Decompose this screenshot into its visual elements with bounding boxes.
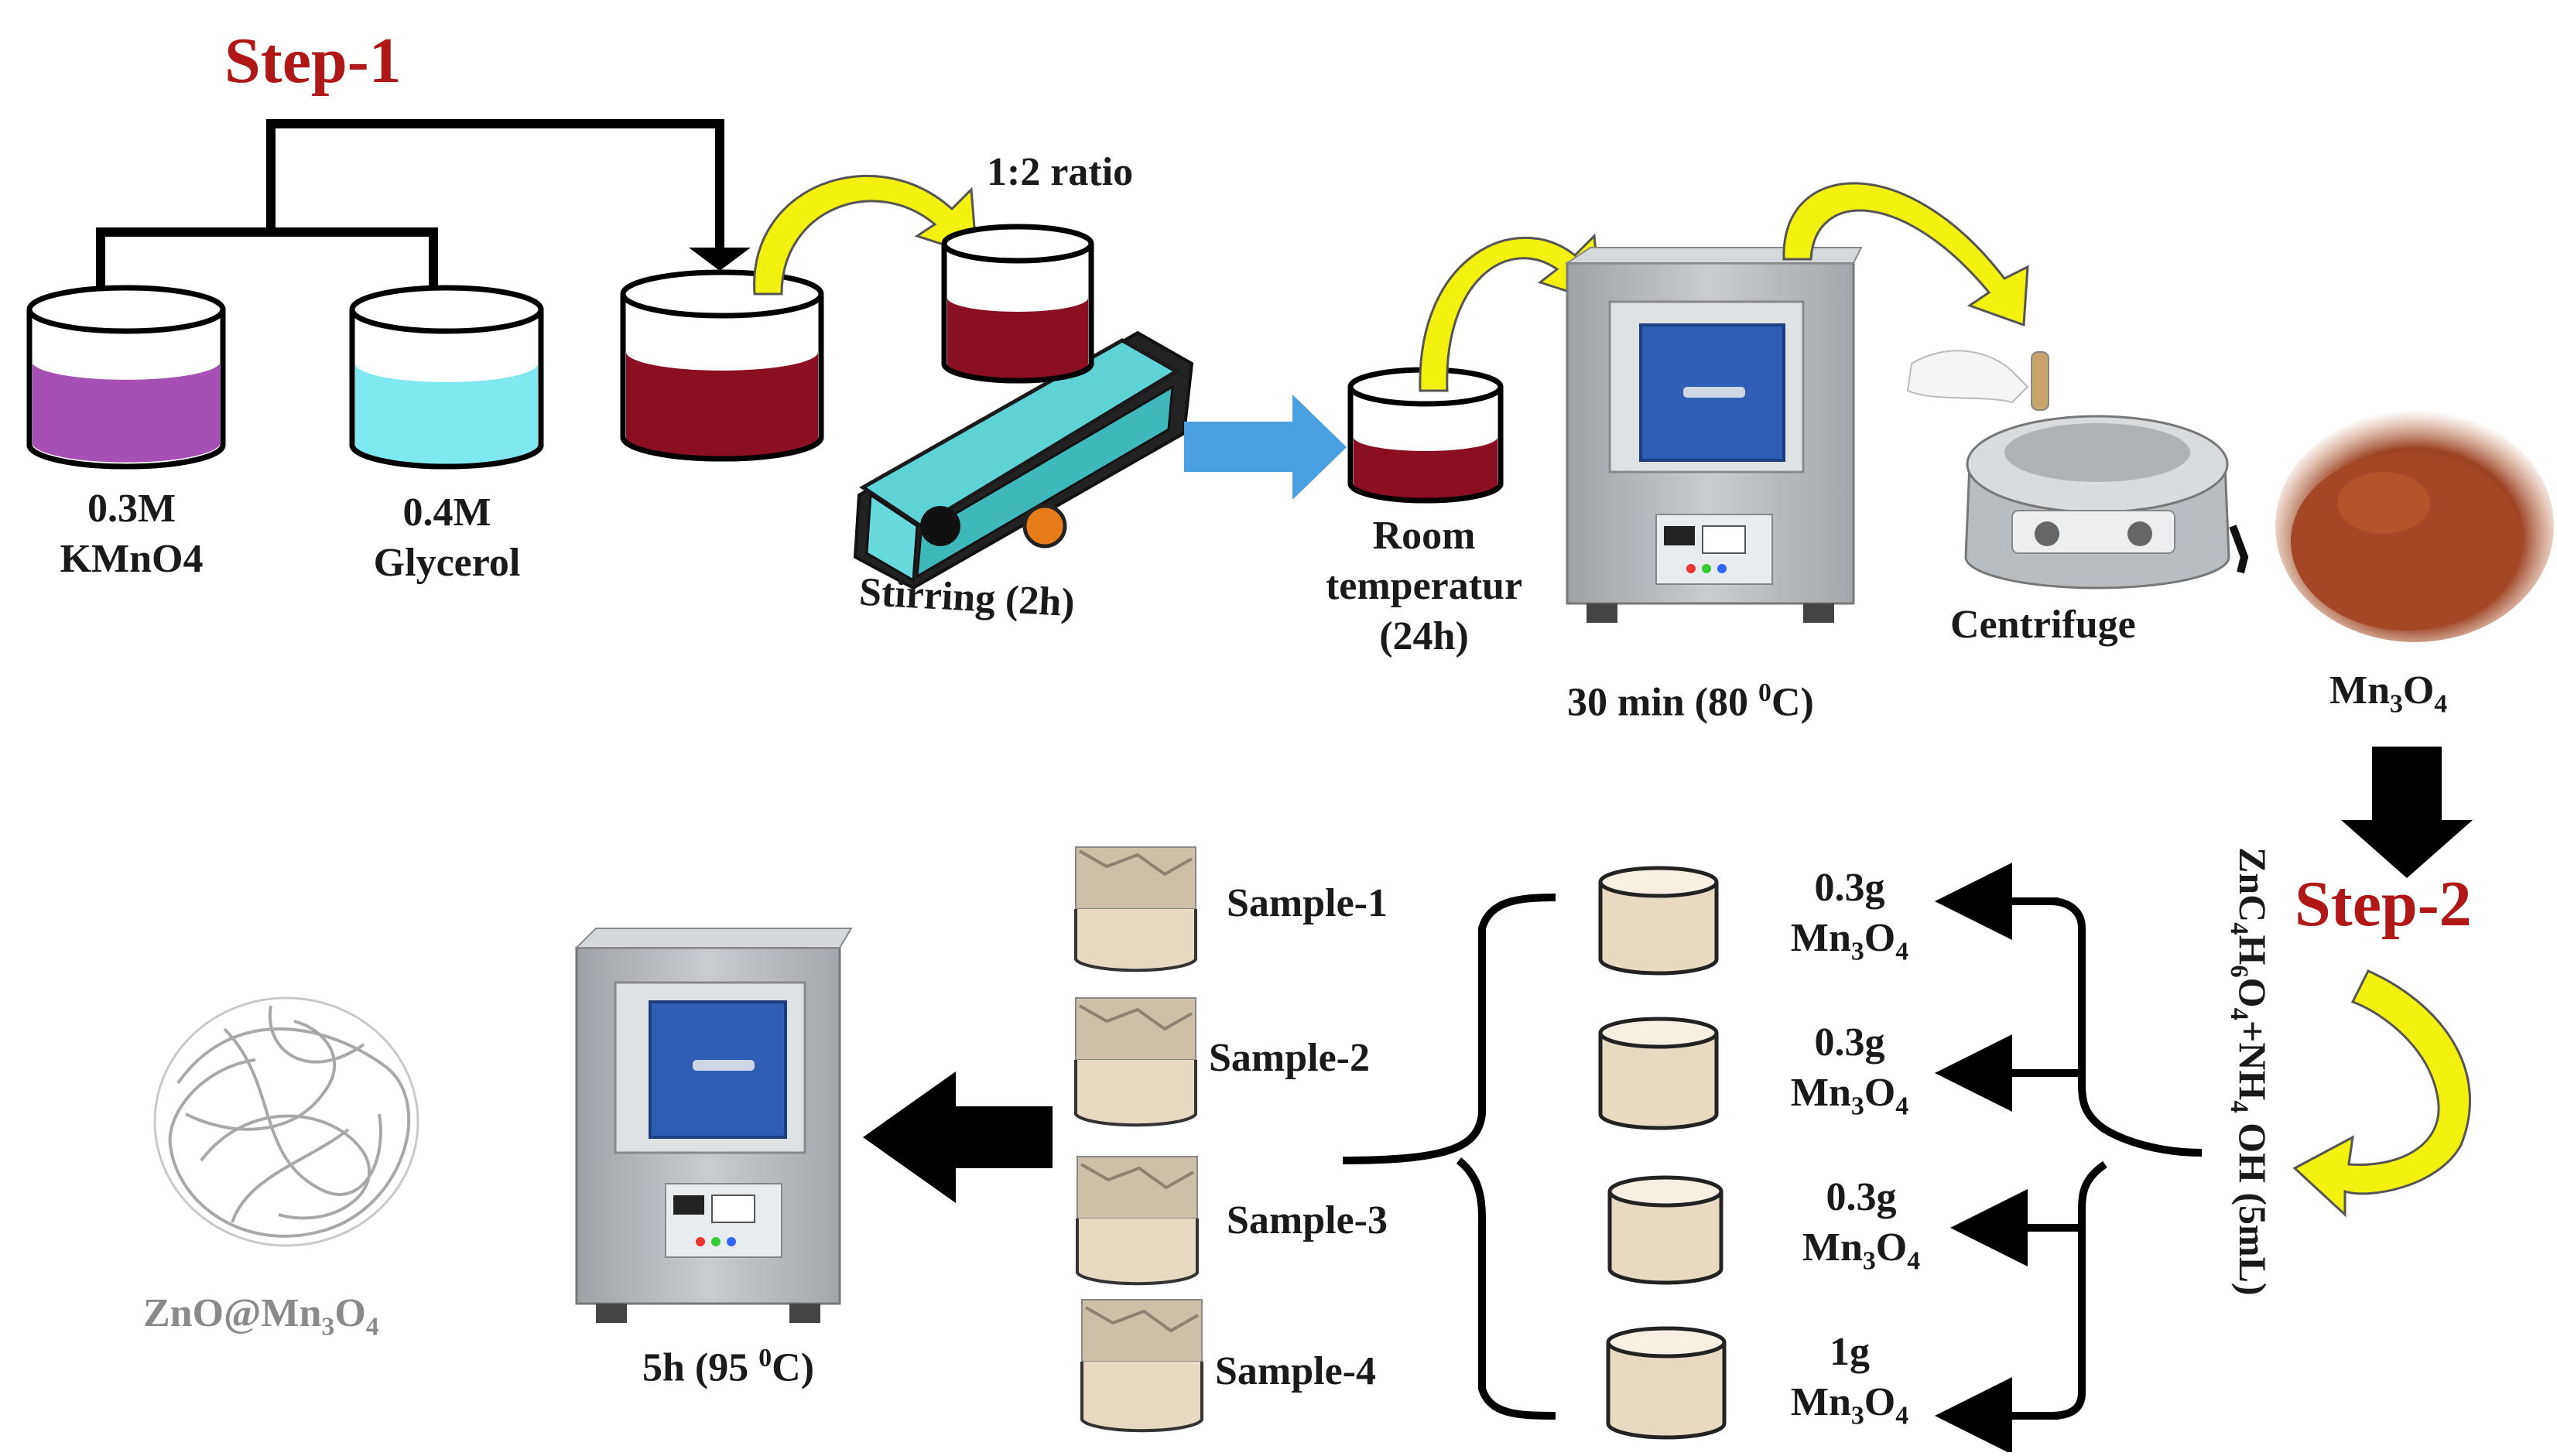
oven1-label: 30 min (80 0C): [1567, 678, 1814, 725]
step1-down-arrowhead: [689, 248, 751, 271]
sample-3-label: Sample-3: [1227, 1198, 1388, 1242]
reagent-arrows: [1935, 863, 2082, 1454]
stirrer-beaker: [941, 224, 1094, 384]
mixture-beaker: [620, 269, 824, 462]
sample-4-label: Sample-4: [1215, 1349, 1376, 1393]
reagent-distribution-bracket: [2050, 897, 2203, 1420]
amount-3-label: 0.3g Mn3O4: [1802, 1175, 1921, 1276]
kmno4-beaker: [26, 285, 226, 470]
down-arrow-step2: [2341, 747, 2473, 878]
mn3o4-powder: [2275, 410, 2554, 642]
oven2-label: 5h (95 0C): [642, 1344, 815, 1390]
reagent-label: ZnC4H6O4+NH4 OH (5mL): [2225, 847, 2275, 1296]
amount-4-label: 1g Mn3O4: [1790, 1330, 1909, 1430]
centrifuge: [1906, 350, 2249, 590]
centrifuge-label: Centrifuge: [1950, 603, 2136, 647]
sample-2-label: Sample-2: [1209, 1036, 1370, 1080]
mn3o4-product-label: Mn3O4: [2329, 668, 2448, 719]
flow-arrow-blue: [1184, 395, 1347, 500]
sample-jars: [1074, 846, 1203, 1433]
samples-bracket: [1342, 894, 1556, 1420]
sample-1-label: Sample-1: [1227, 881, 1388, 925]
step2-beakers: [1598, 866, 1727, 1440]
zno-mn3o4-nanostructure: [153, 996, 419, 1247]
oven-2: [574, 928, 853, 1323]
step1-title: Step-1: [224, 25, 402, 97]
flow-arrow-to-oven1: [1419, 233, 1602, 392]
flow-arrow-to-stirrer: [753, 174, 978, 296]
final-product-label: ZnO@Mn3O4: [143, 1291, 379, 1342]
amount-1-label: 0.3g Mn3O4: [1790, 866, 1909, 966]
step2-title: Step-2: [2295, 868, 2472, 940]
flow-arrow-step2: [2292, 969, 2471, 1218]
step1-bracket: [96, 119, 724, 286]
oven-1: [1564, 247, 1863, 623]
glycerol-beaker: [349, 285, 544, 470]
magnetic-stirrer: [853, 330, 1194, 590]
ratio-label: 1:2 ratio: [987, 150, 1134, 194]
amount-2-label: 0.3g Mn3O4: [1790, 1020, 1909, 1121]
flow-arrow-to-centrifuge: [1782, 182, 2029, 327]
left-arrow-to-oven2: [863, 1071, 1053, 1203]
